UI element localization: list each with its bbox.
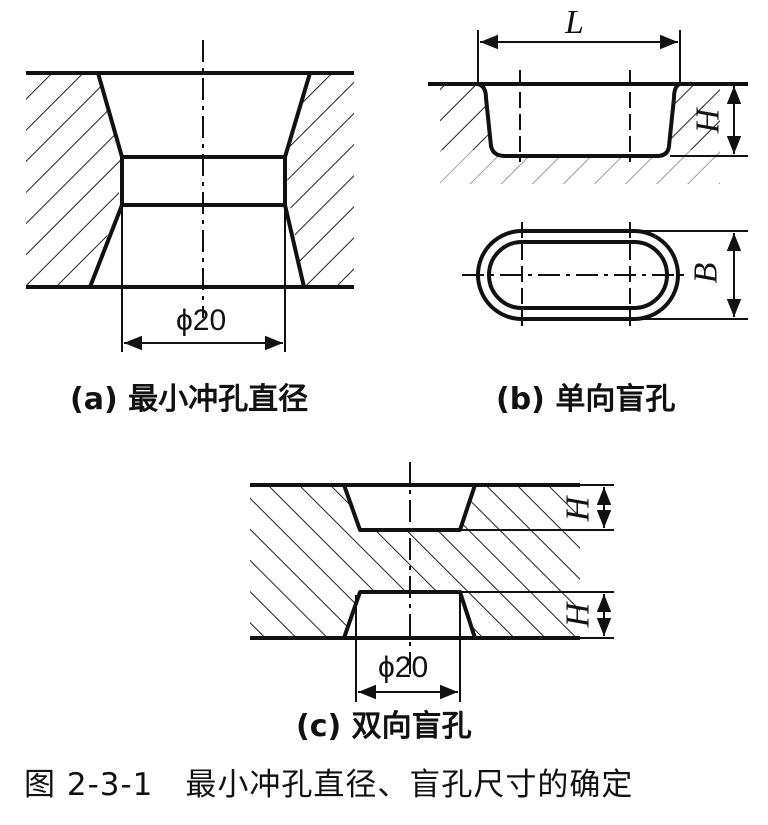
diagram-c-height-bottom-label: H (559, 602, 597, 628)
diagram-b-height-label: H (689, 108, 727, 134)
diagram-c-diameter-label: ϕ20 (378, 651, 429, 684)
diagram-c-body-hatch (250, 485, 580, 638)
diagram-a-caption: (a) 最小冲孔直径 (70, 382, 309, 417)
diagram-c-blind-hole (250, 462, 614, 702)
diagram-a-left-wall (26, 73, 122, 287)
figure-title: 图 2-3-1 最小冲孔直径、盲孔尺寸的确定 (24, 767, 634, 803)
diagram-c-caption: (c) 双向盲孔 (296, 709, 472, 744)
diagram-a-right-wall (285, 73, 354, 287)
diagram-b-caption: (b) 单向盲孔 (496, 382, 676, 417)
diagram-b-blind-hole (428, 30, 748, 332)
diagram-a-punched-hole (26, 40, 354, 352)
diagram-a-diameter-label: ϕ20 (176, 304, 227, 337)
diagram-b-width-label: B (687, 262, 725, 284)
diagram-b-length-label: L (565, 4, 584, 41)
diagram-c-height-top-label: H (559, 496, 597, 522)
